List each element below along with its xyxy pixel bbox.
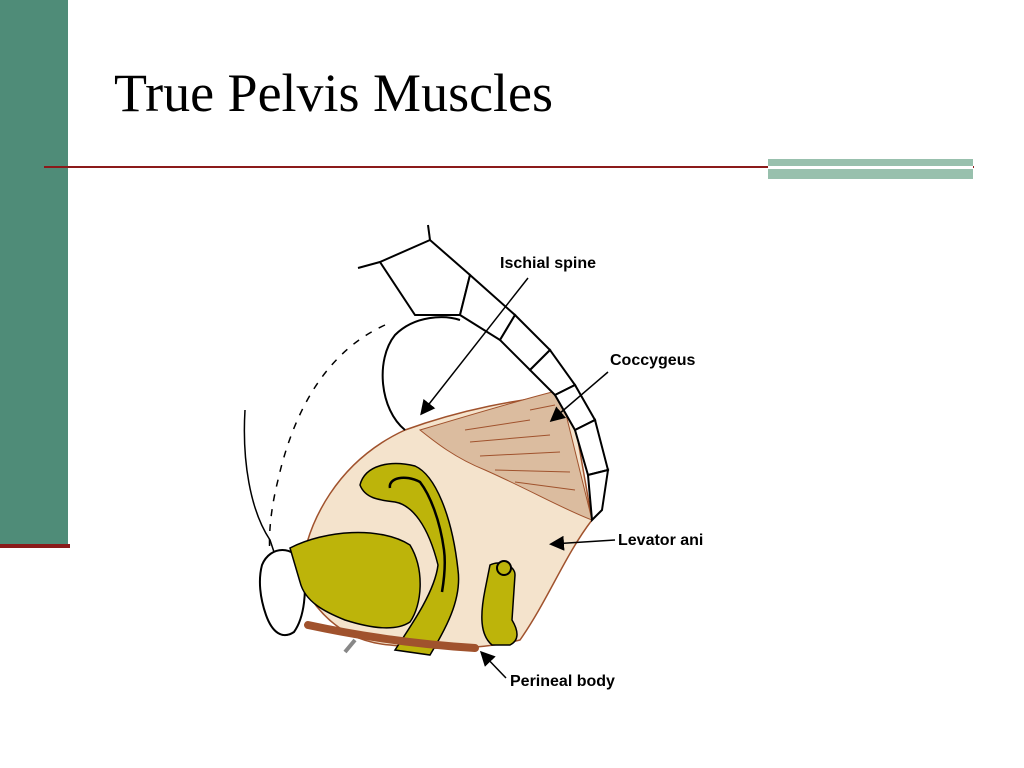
arrow-levator-ani [549,535,616,551]
sidebar-underline [0,544,70,548]
arrow-perineal-body [479,650,507,679]
urethra [343,638,357,654]
sacrum-coccyx [378,238,610,523]
label-levator-ani: Levator ani [618,532,703,549]
perineal-body [304,621,479,652]
rectum-lumen [496,560,512,576]
pelvis-diagram: Ischial spine Coccygeus Levator ani Peri… [243,224,703,690]
pubic-bone [258,549,306,637]
label-ischial-spine: Ischial spine [500,255,596,272]
uterine-cavity-outline [388,476,447,593]
coccygeus-fibers [464,404,576,491]
bladder [289,531,421,629]
label-coccygeus: Coccygeus [610,352,695,369]
title-rule [44,166,974,168]
sacrum-top-left [427,224,431,241]
ischial-spine-outline [381,316,461,431]
sidebar-accent [0,0,68,546]
pelvic-outline-dashed [268,324,386,571]
pelvic-outline-left [243,409,276,556]
arrow-coccygeus [549,371,609,422]
label-perineal-body: Perineal body [510,673,615,690]
slide-title: True Pelvis Muscles [114,63,554,123]
sacrum-top-edge [357,261,381,269]
arrow-ischial-spine [420,277,529,416]
title-accent-bar [768,159,973,179]
